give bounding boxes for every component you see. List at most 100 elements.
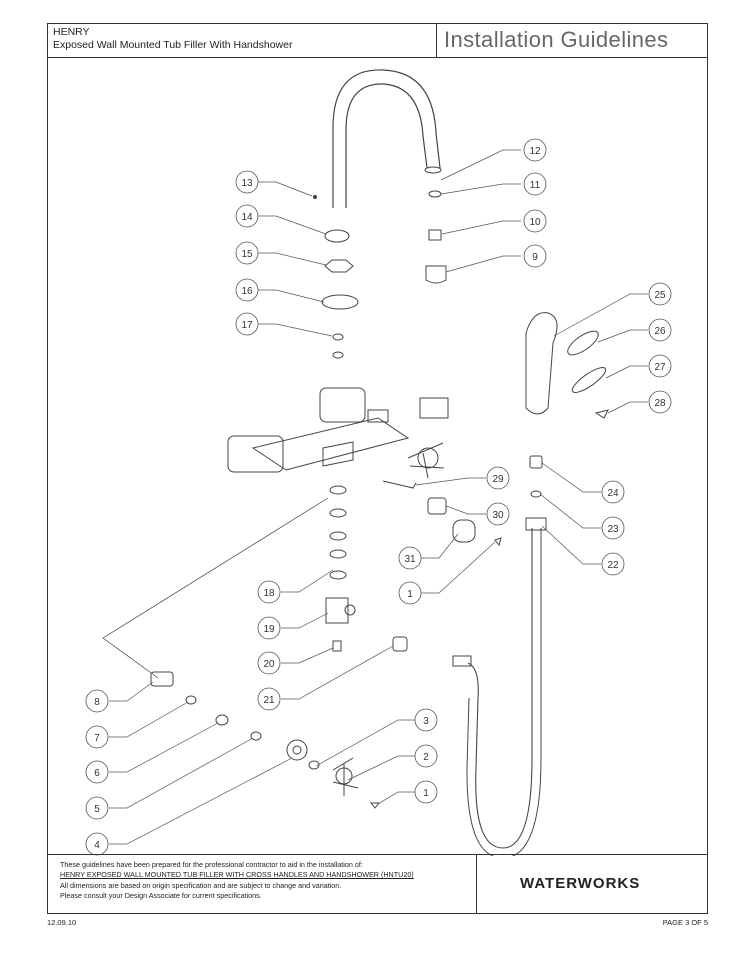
callout-13 [235, 170, 259, 194]
callout-label: 15 [241, 249, 253, 260]
handshower [525, 312, 558, 415]
document-title: Installation Guidelines [444, 27, 669, 52]
footer-notes: These guidelines have been prepared for … [60, 860, 470, 901]
callout-16 [235, 278, 259, 302]
part-19 [325, 597, 349, 624]
callout-label: 16 [241, 286, 253, 297]
document-date: 12.09.10 [47, 918, 77, 927]
callout-17 [235, 312, 259, 336]
hose [467, 528, 533, 849]
header-divider [436, 24, 437, 57]
footer-line-1: These guidelines have been prepared for … [60, 860, 363, 869]
part-10 [428, 229, 442, 241]
part-9 [425, 265, 447, 284]
part-31 [452, 519, 476, 543]
callout-label: 10 [529, 217, 541, 228]
callout-label: 21 [263, 695, 275, 706]
callout-label: 13 [241, 178, 253, 189]
callout-29 [486, 466, 510, 490]
product-description: Exposed Wall Mounted Tub Filler With Han… [53, 39, 293, 51]
part-20 [332, 640, 342, 652]
header-product: HENRY Exposed Wall Mounted Tub Filler Wi… [53, 26, 292, 52]
callout-5 [85, 796, 109, 820]
part-21 [392, 636, 408, 652]
callout-label: 31 [404, 554, 416, 565]
callout-10 [523, 209, 547, 233]
part-1-lower [369, 802, 381, 809]
callout-9 [523, 244, 547, 268]
callout-label: 25 [654, 290, 666, 301]
part-7 [185, 695, 197, 705]
part-4 [286, 739, 308, 761]
part-16 [321, 294, 359, 310]
part-6 [215, 714, 229, 726]
callout-label: 24 [607, 488, 619, 499]
callout-label: 22 [607, 560, 619, 571]
callout-28 [648, 390, 672, 414]
callout-label: 30 [492, 510, 504, 521]
callout-1-lower [414, 780, 438, 804]
part-15 [324, 259, 354, 273]
part-3 [308, 760, 320, 770]
callout-label: 23 [607, 524, 619, 535]
callout-22 [601, 552, 625, 576]
page-number: PAGE 3 OF 5 [662, 918, 708, 927]
callout-label: 28 [654, 398, 666, 409]
callout-8 [85, 689, 109, 713]
footer-line-3: All dimensions are based on origin speci… [60, 880, 342, 890]
part-8 [150, 671, 174, 687]
callout-label: 11 [530, 180, 541, 191]
callout-3 [414, 708, 438, 732]
callout-label: 6 [94, 768, 100, 779]
callout-31 [398, 546, 422, 570]
callout-2 [414, 744, 438, 768]
part-1-upper [494, 537, 502, 547]
part-14 [324, 229, 350, 243]
callout-20 [257, 651, 281, 675]
callout-label: 19 [263, 624, 275, 635]
callout-11 [523, 172, 547, 196]
callout-label: 29 [492, 474, 504, 485]
cross-handle-right [407, 442, 445, 479]
callout-label: 26 [654, 326, 666, 337]
callout-23 [601, 516, 625, 540]
callout-6 [85, 760, 109, 784]
callout-21 [257, 687, 281, 711]
callout-18 [257, 580, 281, 604]
part-30 [427, 497, 447, 515]
callout-label: 5 [94, 804, 100, 815]
callout-label: 14 [241, 212, 253, 223]
part-17 [332, 333, 344, 341]
callout-label: 3 [423, 716, 429, 727]
callout-4 [85, 832, 109, 856]
callout-19 [257, 616, 281, 640]
callout-30 [486, 502, 510, 526]
part-24 [529, 455, 543, 469]
part-27 [571, 367, 607, 393]
callout-label: 1 [423, 788, 429, 799]
callout-label: 27 [654, 362, 666, 373]
footer-divider [476, 855, 477, 913]
callout-label: 7 [94, 733, 100, 744]
callout-label: 9 [532, 252, 538, 263]
footer-product-line: HENRY EXPOSED WALL MOUNTED TUB FILLER WI… [60, 870, 414, 880]
part-29 [382, 480, 417, 489]
spout [332, 69, 441, 208]
part-26 [567, 330, 599, 356]
callout-27 [648, 354, 672, 378]
callout-7 [85, 725, 109, 749]
exploded-parts-diagram: 13 14 15 16 17 12 11 10 9 25 26 27 28 29… [85, 69, 672, 856]
footer-line-4: Please consult your Design Associate for… [60, 890, 262, 900]
part-5 [250, 731, 262, 741]
callout-label: 20 [263, 659, 275, 670]
callout-label: 8 [94, 697, 100, 708]
header: HENRY Exposed Wall Mounted Tub Filler Wi… [48, 24, 707, 58]
callout-15 [235, 241, 259, 265]
callout-25 [648, 282, 672, 306]
footer: These guidelines have been prepared for … [48, 854, 707, 913]
callout-label: 18 [263, 588, 275, 599]
callout-14 [235, 204, 259, 228]
callout-24 [601, 480, 625, 504]
part-11 [428, 190, 442, 198]
document-frame: HENRY Exposed Wall Mounted Tub Filler Wi… [47, 23, 708, 914]
